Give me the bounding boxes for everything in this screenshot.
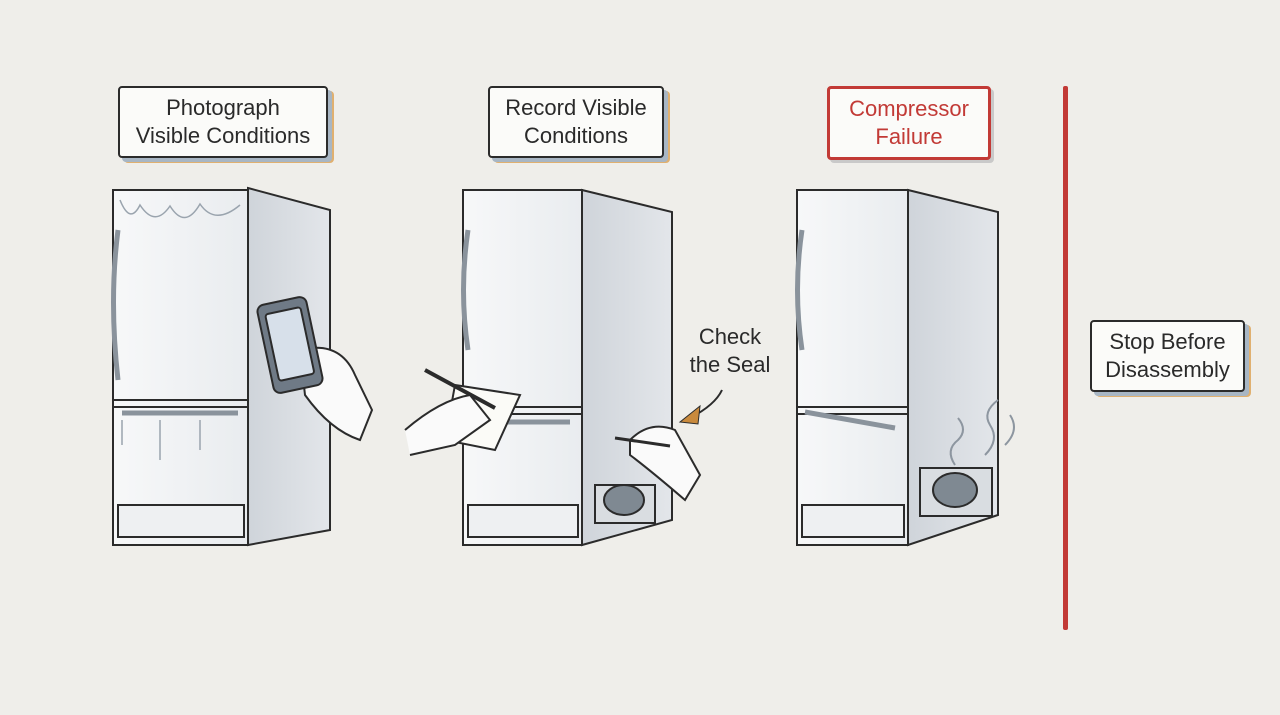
fridge-frosted (111, 186, 331, 547)
fridge-clean (461, 188, 673, 547)
notepad-hand-icon (404, 368, 522, 456)
fridge-compressor (795, 188, 999, 547)
curved-arrow-icon (678, 389, 723, 425)
phone-in-hand-icon (256, 296, 374, 442)
stop-divider-line (1063, 86, 1068, 630)
pen-hand-icon (614, 425, 702, 502)
stop-before-disassembly-label: Stop Before Disassembly (1090, 320, 1245, 392)
step-label-photograph: Photograph Visible Conditions (118, 86, 328, 158)
step-label-compressor-failure: Compressor Failure (827, 86, 991, 160)
check-the-seal-annotation: Check the Seal (689, 324, 771, 377)
step-label-record: Record Visible Conditions (488, 86, 664, 158)
smoke-icon (949, 399, 1015, 466)
